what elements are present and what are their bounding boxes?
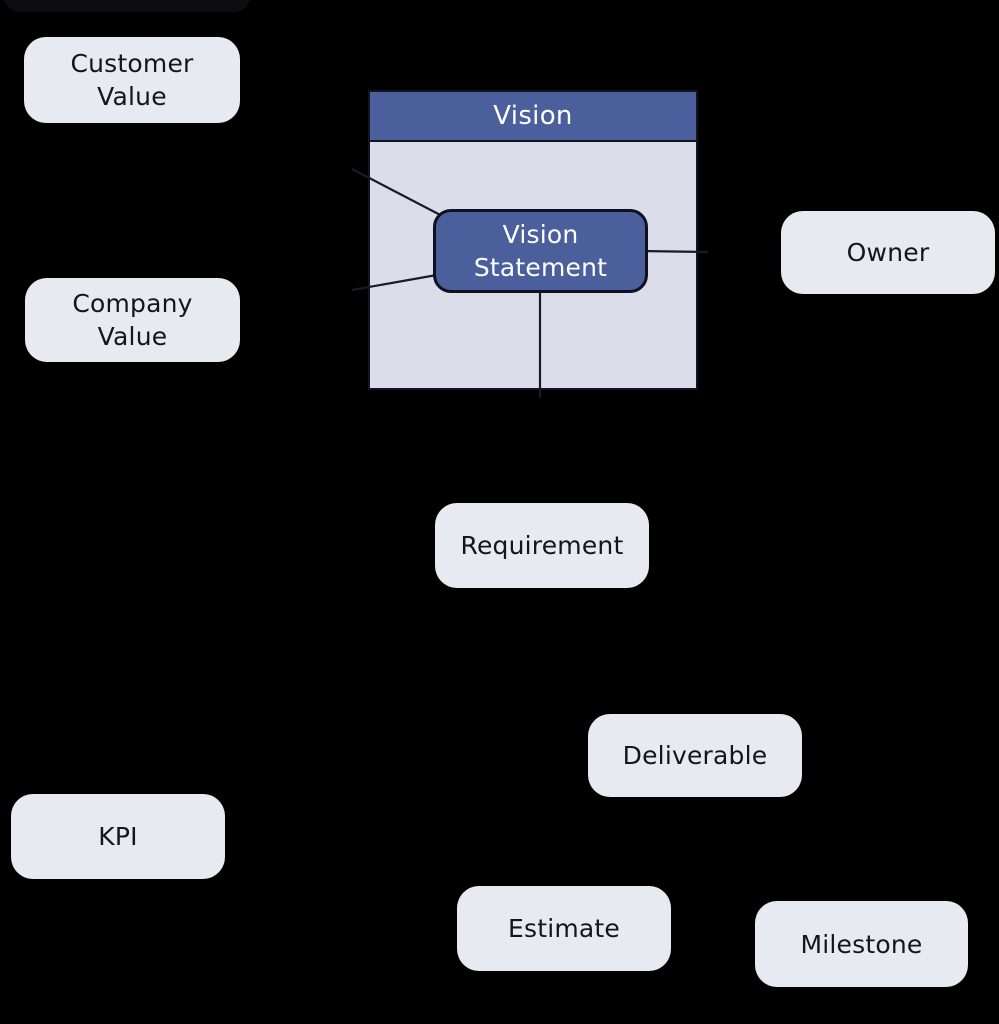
node-kpi-label: KPI — [98, 822, 138, 851]
cropped-dark-node — [4, 0, 250, 12]
node-customer-value[interactable]: Customer Value — [24, 37, 240, 123]
node-company-value-label: Company Value — [72, 289, 193, 351]
node-deliverable[interactable]: Deliverable — [588, 714, 802, 797]
node-deliverable-label: Deliverable — [622, 741, 768, 770]
node-company-value[interactable]: Company Value — [25, 278, 240, 362]
node-milestone-label: Milestone — [800, 929, 923, 959]
node-milestone[interactable]: Milestone — [755, 901, 968, 987]
node-vision-statement-label: Vision Statement — [473, 220, 608, 282]
node-customer-value-label: Customer Value — [70, 49, 194, 111]
vision-group-title: Vision — [493, 101, 573, 131]
node-owner-label: Owner — [846, 238, 930, 267]
node-owner[interactable]: Owner — [781, 211, 995, 294]
node-requirement-label: Requirement — [460, 531, 624, 560]
node-requirement[interactable]: Requirement — [435, 503, 649, 588]
node-vision-statement[interactable]: Vision Statement — [433, 209, 648, 293]
node-estimate[interactable]: Estimate — [457, 886, 671, 971]
vision-group-header[interactable]: Vision — [370, 92, 696, 142]
node-estimate-label: Estimate — [507, 914, 621, 943]
node-kpi[interactable]: KPI — [11, 794, 225, 879]
